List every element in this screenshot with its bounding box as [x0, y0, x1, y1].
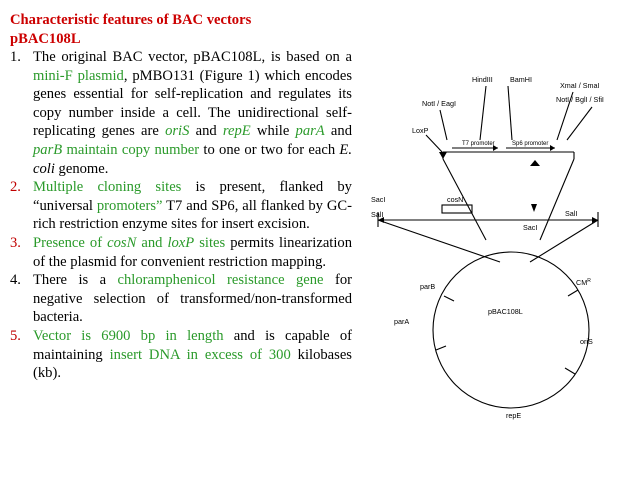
label-sacl-left: SacI [371, 195, 385, 204]
item-text-segment: Multiple cloning sites [33, 179, 182, 196]
label-oris: oriS [580, 337, 593, 346]
label-bamhi: BamHI [510, 75, 532, 84]
label-noti-eagi: NotI / EagI [422, 99, 456, 108]
item-text-segment: Vector is 6900 bp in length [33, 327, 224, 344]
item-text-segment: while [250, 123, 296, 140]
label-cosn: cosN [447, 195, 463, 204]
item-text-segment: is present, flanked by “universal [33, 179, 352, 214]
line-loxp [425, 134, 444, 154]
cosn-box [441, 204, 473, 214]
item-text-segment: maintain copy number [62, 141, 200, 158]
feature-item: 5. Vector is 6900 bp in length and is cap… [10, 327, 352, 383]
item-text-segment: permits linearization of the plasmid for… [33, 234, 352, 270]
label-plasmid: pBAC108L [488, 307, 523, 316]
item-text-segment: and [324, 123, 352, 140]
item-number: 1. [10, 49, 21, 65]
item-text-segment: cosN [107, 234, 137, 251]
label-t7: T7 promoter [462, 141, 495, 147]
feature-item: 3. Presence of cosN and loxP sites permit… [10, 234, 352, 271]
line-xmai-smai [556, 91, 574, 141]
label-cmr: CMR [576, 278, 591, 287]
feature-item: 1. The original BAC vector, pBAC108L, is … [10, 48, 352, 178]
item-text: Presence of cosN and loxP sites permits … [33, 234, 352, 271]
item-number: 2. [10, 179, 21, 196]
item-number: 5. [10, 327, 21, 344]
item-number: 3. [10, 234, 21, 251]
line-noti-eagi [439, 109, 448, 141]
item-text-segment: Presence of [33, 234, 108, 251]
item-text-segment: E. coli [33, 141, 352, 177]
line-noti-bgli-sfii [566, 106, 593, 141]
item-text-segment: loxP [167, 234, 195, 251]
item-text-segment: parB [33, 141, 63, 158]
item-text-segment: mini-F plasmid [33, 67, 124, 84]
item-text-segment: and is capable of maintaining [33, 327, 352, 363]
title-line-1: Characteristic features of BAC vectors [10, 12, 252, 28]
label-repe: repE [506, 411, 521, 420]
item-text-segment: The original BAC vector, pBAC108L, is ba… [33, 49, 352, 65]
item-text-segment: to one or two for each [199, 141, 340, 158]
item-text: Multiple cloning sites is present, flank… [33, 178, 352, 234]
item-text: There is a chloramphenicol resistance ge… [33, 271, 352, 327]
line-bamhi [507, 85, 513, 141]
item-text-segment: oriS [165, 123, 190, 140]
item-text-segment: sites [194, 234, 226, 251]
item-text: The original BAC vector, pBAC108L, is ba… [33, 48, 352, 178]
plasmid-circle [432, 251, 590, 409]
item-text-segment: promoters” [96, 197, 163, 214]
bac-vector-diagram: HindIII BamHI NotI / EagI XmaI / SmaI No… [371, 75, 604, 420]
item-text-segment: kilobases (kb). [33, 346, 352, 382]
item-text-segment: parA [295, 123, 325, 140]
item-text-segment: There is a [33, 272, 118, 289]
title-line-2: pBAC108L [10, 31, 81, 47]
item-text-segment: and [136, 234, 168, 251]
line-hindiii [479, 85, 487, 141]
label-loxp: LoxP [412, 126, 429, 135]
item-text-segment: , pMBO131 (Figure 1) which encodes genes… [33, 67, 352, 140]
label-noti-bgli-sfii: NotI / BglI / SfiI [556, 95, 604, 104]
item-text-segment: chloramphenicol resistance gene [117, 272, 324, 289]
label-xmai-smai: XmaI / SmaI [560, 81, 600, 90]
slide-title: Characteristic features of BAC vectors p… [10, 11, 251, 49]
label-sp6: Sp6 promoter [512, 141, 548, 147]
label-sacl-right: SacI [523, 223, 537, 232]
item-text-segment: repE [222, 123, 251, 140]
item-text-segment: for negative selection of transformed/no… [33, 272, 352, 326]
label-parb: parB [420, 282, 435, 291]
feature-item: 4. There is a chloramphenicol resistance … [10, 271, 352, 327]
label-para: parA [394, 317, 409, 326]
feature-item: 2. Multiple cloning sites is present, fla… [10, 178, 352, 234]
label-sall-right: SalI [565, 209, 577, 218]
item-text-segment: T7 and SP6, all flanked by GC-rich restr… [33, 197, 352, 233]
item-text-segment: genome. [54, 160, 109, 177]
label-hindiii: HindIII [472, 75, 493, 84]
item-text-segment: and [189, 123, 223, 140]
item-number: 4. [10, 272, 21, 289]
feature-list: 1. The original BAC vector, pBAC108L, is … [10, 48, 352, 383]
item-text: Vector is 6900 bp in length and is capab… [33, 327, 352, 383]
label-sall-left: SalI [371, 210, 383, 219]
item-text-segment: insert DNA in excess of 300 [109, 346, 291, 363]
